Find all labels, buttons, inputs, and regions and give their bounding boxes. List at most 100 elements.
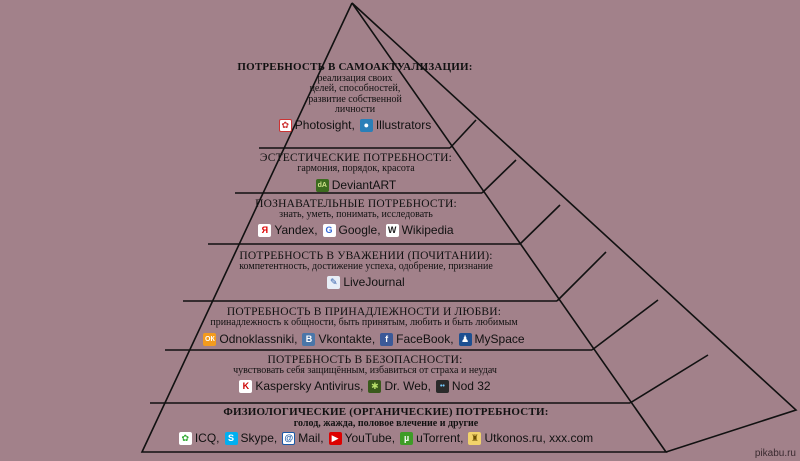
site-name: Google — [338, 222, 378, 237]
side-line-2 — [481, 159, 517, 194]
site-name: Illustrators — [375, 117, 432, 132]
site-name: Mail — [298, 431, 321, 446]
myspace-icon: ♟ — [458, 332, 472, 346]
site-name: FaceBook — [396, 331, 451, 346]
pyramid-level-2: ЭСТЕСТИЧЕСКИЕ ПОТРЕБНОСТИ:гармония, поря… — [206, 152, 506, 192]
pyramid-level-5: ПОТРЕБНОСТЬ В ПРИНАДЛЕЖНОСТИ И ЛЮБВИ:при… — [164, 306, 564, 346]
site-youtube: ▶YouTube, — [328, 431, 399, 446]
site-name: YouTube — [344, 431, 392, 446]
level-description: гармония, порядок, красота — [297, 163, 415, 175]
pyramid-level-4: ПОТРЕБНОСТЬ В УВАЖЕНИИ (ПОЧИТАНИИ):компе… — [176, 250, 556, 289]
site-utkonos: ♜Utkonos.ru, xxx.com — [468, 431, 594, 446]
site-drweb: ✱Dr. Web, — [368, 378, 433, 393]
separator-comma: , — [391, 431, 396, 446]
drweb-icon: ✱ — [368, 379, 382, 393]
source-credit: pikabu.ru — [754, 448, 796, 459]
pyramid-level-6: ПОТРЕБНОСТЬ В БЕЗОПАСНОСТИ:чувствовать с… — [155, 354, 575, 393]
wikipedia-icon: W — [385, 223, 399, 237]
separator-comma: , — [377, 222, 381, 237]
level-description: личности — [334, 104, 376, 116]
level-description: целей, способностей, — [309, 83, 401, 95]
pyramid-front-outline — [140, 2, 668, 453]
separator-comma: , — [320, 431, 324, 446]
separator-comma: , — [273, 431, 278, 446]
pyramid-side-outline — [351, 2, 798, 453]
side-line-6 — [629, 354, 709, 404]
site-name: ICQ — [194, 431, 217, 446]
site-name: Odnoklassniki — [219, 331, 295, 346]
site-livejournal: ✎LiveJournal — [327, 274, 405, 289]
google-icon: G — [322, 223, 336, 237]
site-nod32: ••Nod 32 — [435, 379, 491, 393]
vkontakte-icon: В — [302, 332, 316, 346]
site-name: Vkontakte — [318, 331, 372, 346]
level-description: чувствовать себя защищённым, избавиться … — [233, 365, 497, 377]
livejournal-icon: ✎ — [327, 275, 341, 289]
level-title: ПОТРЕБНОСТЬ В УВАЖЕНИИ (ПОЧИТАНИИ): — [239, 250, 493, 262]
level-description: развитие собственной — [308, 93, 402, 105]
kaspersky-icon: K — [239, 379, 253, 393]
level-title: ПОТРЕБНОСТЬ В САМОАКТУАЛИЗАЦИИ: — [237, 61, 473, 73]
level-sites: ✎LiveJournal — [327, 274, 405, 289]
site-icq: ✿ICQ, — [178, 431, 223, 446]
separator-comma: , — [351, 117, 355, 132]
level-description: реализация своих — [317, 72, 393, 84]
separator-comma: , — [427, 378, 431, 393]
utorrent-icon: µ — [400, 432, 414, 446]
yandex-icon: Я — [258, 223, 272, 237]
site-photosight: ✿Photosight, — [278, 117, 358, 132]
side-line-1 — [449, 119, 477, 149]
site-name: LiveJournal — [343, 274, 405, 289]
level-title: ЭСТЕСТИЧЕСКИЕ ПОТРЕБНОСТИ: — [259, 152, 453, 164]
site-name: Kaspersky Antivirus — [255, 378, 361, 393]
youtube-icon: ▶ — [328, 432, 342, 446]
level-description: принадлежность к общности, быть принятым… — [210, 317, 518, 329]
utkonos-icon: ♜ — [468, 432, 482, 446]
level-description: голод, жажда, половое влечение и другие — [293, 417, 479, 429]
site-name: Wikipedia — [401, 222, 454, 237]
site-name: DeviantART — [331, 177, 397, 192]
photosight-icon: ✿ — [278, 118, 292, 132]
site-name: Utkonos.ru, xxx.com — [484, 431, 594, 446]
site-name: Dr. Web — [384, 378, 428, 393]
level-description: знать, уметь, понимать, исследовать — [279, 209, 433, 221]
site-name: MySpace — [474, 331, 525, 346]
level-title: ПОТРЕБНОСТЬ В ПРИНАДЛЕЖНОСТИ И ЛЮБВИ: — [226, 306, 502, 318]
level-sites: ✿Photosight,●Illustrators — [278, 117, 432, 132]
side-line-3 — [519, 204, 561, 245]
facebook-icon: f — [380, 332, 394, 346]
side-line-5 — [591, 299, 659, 351]
separator-comma: , — [371, 331, 376, 346]
pyramid-level-1: ПОТРЕБНОСТЬ В САМОАКТУАЛИЗАЦИИ:реализаци… — [195, 61, 515, 132]
site-name: Photosight — [294, 117, 352, 132]
nod32-icon: •• — [435, 379, 449, 393]
site-myspace: ♟MySpace — [458, 331, 525, 346]
separator-comma: , — [360, 378, 364, 393]
odnoklassniki-icon: ОК — [203, 332, 217, 346]
deviantart-icon: dA — [315, 178, 329, 192]
separator-comma: , — [294, 331, 298, 346]
pyramid-level-7: ФИЗИОЛОГИЧЕСКИЕ (ОРГАНИЧЕСКИЕ) ПОТРЕБНОС… — [151, 406, 621, 446]
separator-comma: , — [450, 331, 454, 346]
illustrators-icon: ● — [359, 118, 373, 132]
pyramid-level-3: ПОЗНАВАТЕЛЬНЫЕ ПОТРЕБНОСТИ:знать, уметь,… — [196, 198, 516, 237]
site-name: uTorrent — [416, 431, 461, 446]
level-title: ФИЗИОЛОГИЧЕСКИЕ (ОРГАНИЧЕСКИЕ) ПОТРЕБНОС… — [223, 406, 549, 418]
level-description: компетентность, достижение успеха, одобр… — [239, 261, 493, 273]
